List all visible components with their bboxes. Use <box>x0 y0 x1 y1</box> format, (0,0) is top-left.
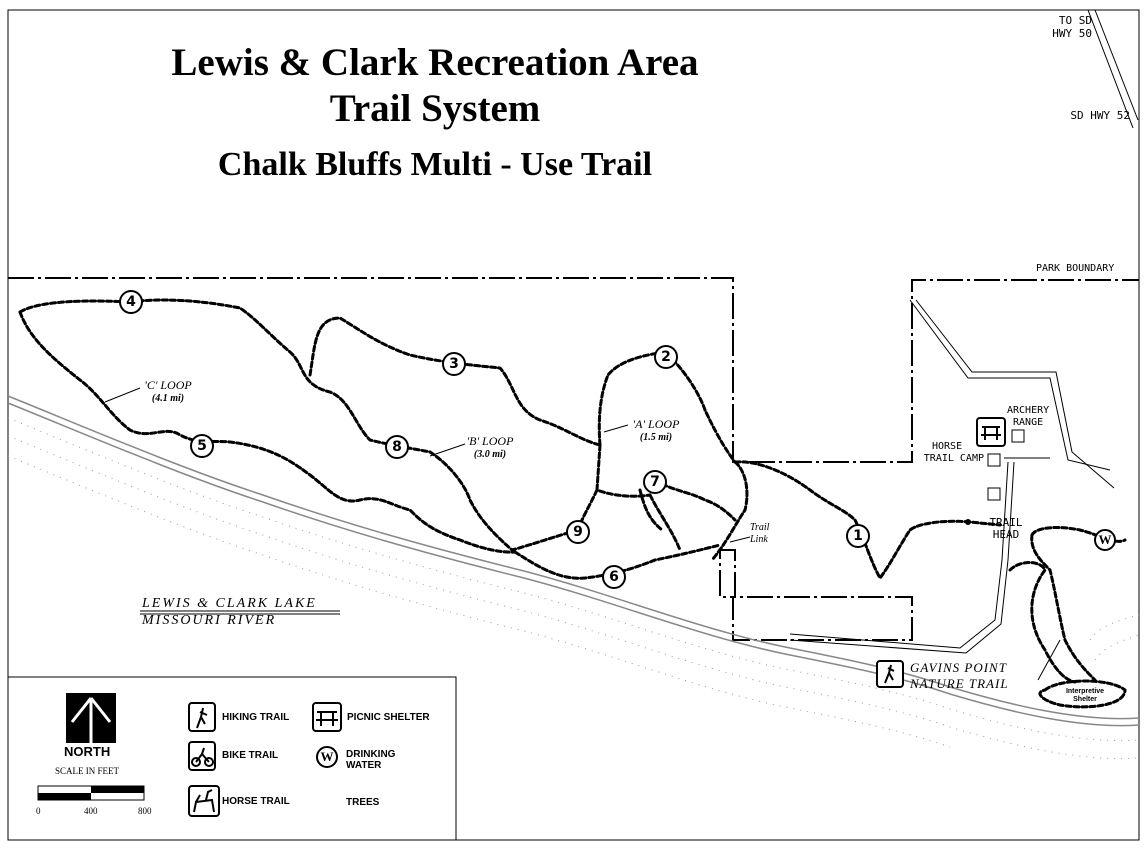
map-title-line2: Trail System <box>329 87 541 130</box>
interpretive-line1: Interpretive <box>1065 688 1105 695</box>
loop-a-name: 'A' LOOP <box>632 417 680 431</box>
interpretive-shelter-label: Interpretive Shelter <box>1062 688 1108 704</box>
legend-water-line1: DRINKING <box>346 749 396 760</box>
trail-marker-7: 7 <box>643 470 667 494</box>
legend-icons <box>188 702 342 817</box>
buildings <box>987 429 1025 501</box>
lake-underline <box>140 610 340 615</box>
trail-marker-3: 3 <box>442 352 466 376</box>
park-boundary <box>8 277 1139 641</box>
hwy52-label: SD HWY 52 <box>1070 109 1130 122</box>
archery-range-label: ARCHERY RANGE <box>1007 405 1049 429</box>
loop-b-name: 'B' LOOP <box>466 434 514 448</box>
legend-trees-label: TREES <box>346 797 380 808</box>
park-boundary-label: PARK BOUNDARY <box>1036 263 1115 274</box>
hiking-icon <box>876 660 904 688</box>
trail-marker-4: 4 <box>119 290 143 314</box>
loop-c-name: 'C' LOOP <box>144 378 192 392</box>
scale-tick-0: 0 <box>36 806 41 816</box>
nature-trail-line2: NATURE TRAIL <box>910 676 1009 691</box>
horse-camp-label: HORSE TRAIL CAMP <box>920 441 984 465</box>
legend-water-label: DRINKING WATER <box>346 749 395 771</box>
trail-marker-1: 1 <box>846 524 870 548</box>
trail-link-label: Trail Link <box>750 522 769 546</box>
archery-shelter-icon <box>976 417 1006 447</box>
nature-trail-line1: GAVINS POINT <box>910 660 1007 675</box>
beach-dots <box>7 417 1140 760</box>
lake-label: LEWIS & CLARK LAKE <box>142 596 317 611</box>
interpretive-line2: Shelter <box>1073 696 1097 703</box>
scale-title: SCALE IN FEET <box>55 766 119 776</box>
map-title: Lewis & Clark Recreation Area <box>171 41 699 84</box>
archery-label-line1: ARCHERY <box>1007 405 1050 416</box>
north-label: NORTH <box>64 744 111 759</box>
scale-tick-400: 400 <box>84 806 98 816</box>
loop-b-label: 'B' LOOP (3.0 mi) <box>450 435 530 461</box>
hwy50-label-line1: TO SD <box>1058 14 1092 27</box>
trail-marker-6: 6 <box>602 565 626 589</box>
legend-horse-label: HORSE TRAIL <box>222 796 290 807</box>
map-subtitle: Chalk Bluffs Multi - Use Trail <box>217 146 653 183</box>
shoreline <box>7 395 1140 727</box>
north-arrow-icon <box>66 693 116 743</box>
trail-head-line2: HEAD <box>992 528 1020 541</box>
nature-trail-label: GAVINS POINT NATURE TRAIL <box>910 660 1009 692</box>
river-label: MISSOURI RIVER <box>142 613 277 628</box>
hwy-line-right <box>1094 9 1139 121</box>
loop-a-label: 'A' LOOP (1.5 mi) <box>616 418 696 444</box>
hwy50-label: TO SD HWY 50 <box>1030 14 1092 40</box>
legend-water-line2: WATER <box>346 760 382 771</box>
legend-picnic-label: PICNIC SHELTER <box>347 712 430 723</box>
archery-label-line2: RANGE <box>1013 417 1044 428</box>
legend-water-icon: W <box>316 746 338 768</box>
trail-head-line1: TRAIL <box>989 516 1023 529</box>
legend-bike-label: BIKE TRAIL <box>222 750 279 761</box>
loop-c-label: 'C' LOOP (4.1 mi) <box>128 379 208 405</box>
leader-lines <box>104 387 1061 681</box>
trail-link-line1: Trail <box>750 522 770 533</box>
drinking-water-icon: W <box>1094 529 1116 551</box>
roads <box>789 299 1115 654</box>
horse-camp-line1: HORSE <box>932 441 963 452</box>
legend-frame <box>8 676 457 840</box>
horse-camp-line2: TRAIL CAMP <box>923 453 984 464</box>
map-border <box>7 9 1140 841</box>
hwy50-label-line2: HWY 50 <box>1052 27 1092 40</box>
trail-head-label: TRAIL HEAD <box>988 517 1024 541</box>
loop-c-length: (4.1 mi) <box>151 393 185 404</box>
trail-marker-5: 5 <box>190 434 214 458</box>
hwy-line-left <box>1087 9 1134 129</box>
trail-link-line2: Link <box>750 534 768 545</box>
loop-a-length: (1.5 mi) <box>639 432 673 443</box>
loop-b-length: (3.0 mi) <box>473 449 507 460</box>
trail-network <box>18 298 1127 709</box>
trailhead-dot <box>965 519 971 525</box>
scale-bar-icon <box>37 785 145 801</box>
trail-marker-8: 8 <box>385 435 409 459</box>
trail-marker-2: 2 <box>654 345 678 369</box>
legend-hiking-label: HIKING TRAIL <box>222 712 290 723</box>
trail-marker-9: 9 <box>566 520 590 544</box>
scale-tick-800: 800 <box>138 806 152 816</box>
